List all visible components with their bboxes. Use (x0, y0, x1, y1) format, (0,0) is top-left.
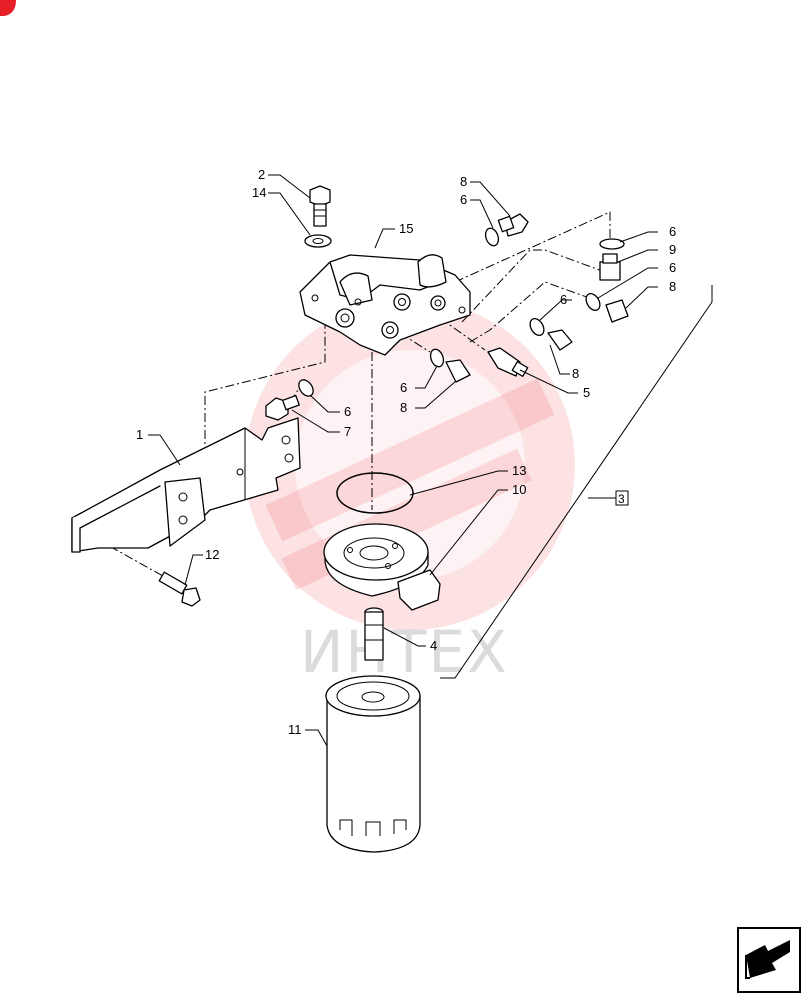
washer-part (304, 234, 332, 248)
callout-4: 4 (430, 638, 437, 653)
callout-13: 13 (512, 463, 526, 478)
brand-badge-icon (0, 0, 16, 16)
callout-8: 8 (572, 366, 579, 381)
callout-5: 5 (583, 385, 590, 400)
callout-14: 14 (252, 185, 266, 200)
callout-15: 15 (399, 221, 413, 236)
callout-labels: 2 14 15 8 6 6 9 6 8 6 8 5 6 8 6 7 1 12 1… (136, 167, 676, 737)
callout-8: 8 (460, 174, 467, 189)
callout-6: 6 (669, 224, 676, 239)
filter-cartridge-part (325, 675, 421, 853)
callout-11: 11 (288, 722, 302, 737)
filter-adapter-part (323, 523, 441, 611)
callout-2: 2 (258, 167, 265, 182)
callout-6: 6 (560, 292, 567, 307)
callout-6: 6 (344, 404, 351, 419)
next-page-arrow-icon[interactable] (737, 927, 801, 993)
plug-fitting-part (445, 213, 629, 383)
callout-7: 7 (344, 424, 351, 439)
group-bracket-line (440, 285, 713, 679)
callout-9: 9 (669, 242, 676, 257)
callout-6: 6 (460, 192, 467, 207)
filter-head-part (299, 254, 471, 356)
mounting-bracket-part (71, 417, 301, 553)
callout-1: 1 (136, 427, 143, 442)
callout-6: 6 (669, 260, 676, 275)
callout-12: 12 (205, 547, 219, 562)
watermark-text: ИНТЕХ (300, 618, 509, 686)
callout-leader-lines (148, 174, 658, 747)
callout-8: 8 (669, 279, 676, 294)
callout-10: 10 (512, 482, 526, 497)
o-ring-part (336, 472, 414, 514)
washer-part (298, 227, 625, 397)
bolt-part (265, 394, 300, 421)
threaded-nipple-part (364, 607, 384, 661)
callout-3: 3 (618, 492, 625, 506)
callout-8: 8 (400, 400, 407, 415)
bolt-part (158, 571, 201, 607)
callout-6: 6 (400, 380, 407, 395)
bolt-part (309, 185, 331, 227)
